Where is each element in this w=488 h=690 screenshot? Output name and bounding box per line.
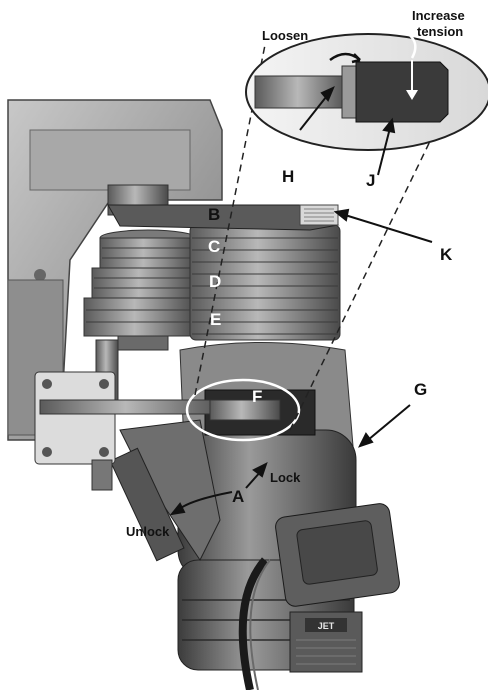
increase-rotation-arrow (401, 28, 417, 59)
annotation-loosen: Loosen (262, 28, 308, 43)
label-H: H (282, 167, 294, 186)
label-C: C (208, 237, 220, 256)
lock-bolt-assembly[interactable] (34, 371, 231, 491)
label-J: J (366, 171, 375, 190)
motor-pulley-stack (189, 224, 341, 341)
annotation-unlock: Unlock (126, 524, 170, 539)
motor-nameplate: JET (289, 611, 363, 673)
label-G: G (414, 380, 427, 399)
annotation-increase: Increase (412, 8, 465, 23)
annotation-tension: tension (417, 24, 463, 39)
power-cord (238, 557, 269, 690)
nameplate-text: JET (318, 621, 335, 631)
inset-nut-h (341, 65, 357, 119)
bolt-highlight-ellipse (185, 378, 301, 442)
annotation-lock: Lock (270, 470, 301, 485)
callout-arrows (169, 86, 433, 516)
label-K: K (440, 245, 453, 264)
label-E: E (210, 310, 221, 329)
inset-rod (254, 75, 351, 109)
power-cord-highlight (249, 559, 271, 690)
inset-block-j (355, 61, 449, 123)
inset-magnified-view (245, 28, 488, 151)
motor-switch-box[interactable] (274, 502, 400, 607)
label-F: F (252, 387, 262, 406)
label-B: B (208, 205, 220, 224)
label-D: D (209, 272, 221, 291)
projection-lines (194, 44, 451, 431)
tension-handle[interactable] (109, 419, 221, 562)
tension-bolt-region (185, 378, 301, 442)
pulley-grooves-left (86, 247, 194, 323)
label-A: A (232, 487, 244, 506)
drive-belt (107, 204, 340, 231)
